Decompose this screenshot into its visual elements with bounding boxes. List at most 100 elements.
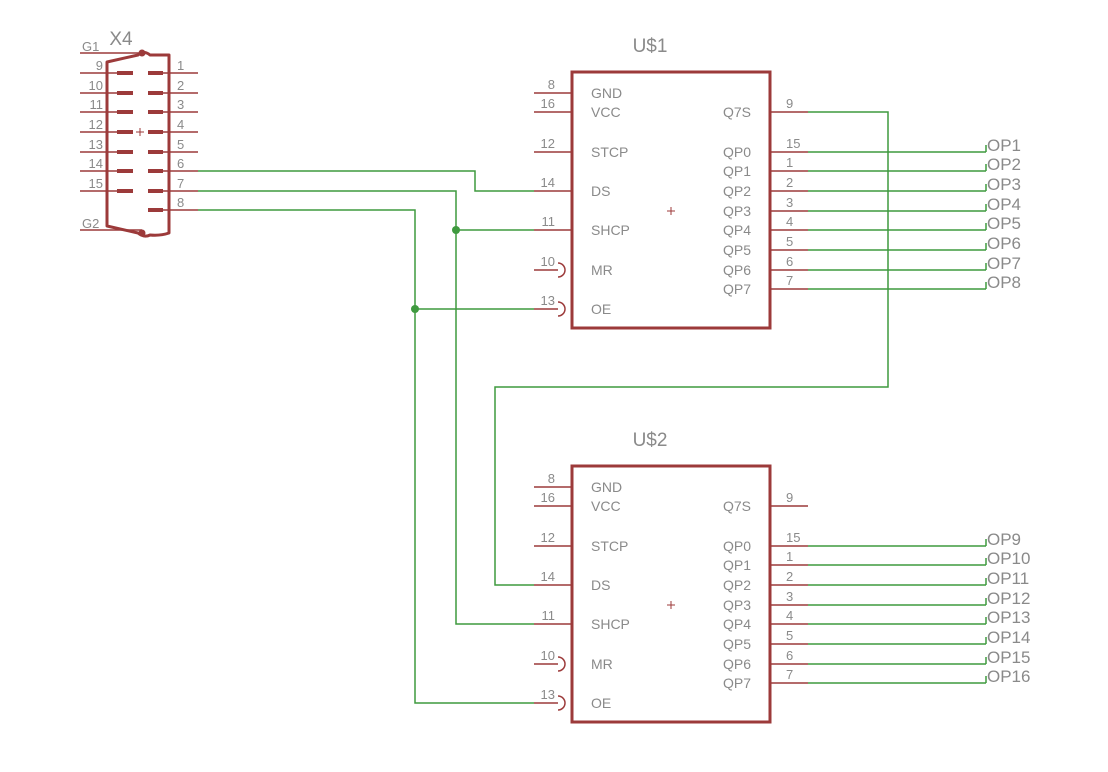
chip-pin-label: MR	[591, 656, 613, 672]
connector-pin-number: 13	[89, 137, 103, 152]
chip-pin-number: 3	[786, 195, 793, 210]
chip-pin-label: QP4	[723, 616, 751, 632]
output-net-label: OP6	[987, 234, 1021, 253]
connector-pin-number: 3	[177, 97, 184, 112]
chip-pin-inversion-bubble	[557, 695, 566, 711]
chip-pin-number: 7	[786, 273, 793, 288]
connector-pin-number: 15	[89, 176, 103, 191]
connector-pin-number: 8	[177, 195, 184, 210]
chip-pin-label: Q7S	[723, 498, 751, 514]
output-net-label: OP16	[987, 667, 1030, 686]
ground-pin-label: G2	[82, 216, 99, 231]
connector-pin-number: 4	[177, 117, 184, 132]
chip-pin-label: OE	[591, 301, 611, 317]
output-net-label: OP11	[987, 569, 1029, 588]
output-net-label: OP10	[987, 549, 1030, 568]
chip-pin-number: 14	[541, 175, 555, 190]
chip-pin-number: 10	[541, 648, 555, 663]
output-net-label: OP4	[987, 195, 1021, 214]
chip-pin-label: QP1	[723, 163, 751, 179]
output-net-label: OP12	[987, 589, 1030, 608]
connector-pin-number: 10	[89, 78, 103, 93]
chip-pin-inversion-bubble	[557, 262, 566, 278]
output-net-label: OP9	[987, 530, 1021, 549]
chip-pin-label: QP2	[723, 577, 751, 593]
chip-pin-number: 15	[786, 530, 800, 545]
chip-pin-number: 16	[541, 490, 555, 505]
chip-pin-number: 12	[541, 136, 555, 151]
chip-pin-label: GND	[591, 85, 622, 101]
chip-pin-number: 8	[548, 471, 555, 486]
chip-pin-number: 1	[786, 155, 793, 170]
output-net-label: OP2	[987, 155, 1021, 174]
connector-ref: X4	[109, 29, 133, 50]
chip-pin-label: GND	[591, 479, 622, 495]
chip-pin-label: QP7	[723, 281, 751, 297]
chip-pin-number: 11	[542, 214, 556, 229]
chip-pin-number: 12	[541, 530, 555, 545]
chip-pin-label: QP4	[723, 222, 751, 238]
chip-pin-label: DS	[591, 577, 610, 593]
chip-pin-number: 11	[542, 608, 556, 623]
chip-pin-label: SHCP	[591, 222, 630, 238]
chip-pin-number: 15	[786, 136, 800, 151]
chip-pin-label: QP0	[723, 144, 751, 160]
chip-pin-number: 4	[786, 608, 793, 623]
connector-pin-number: 7	[177, 176, 184, 191]
connector-pin-number: 9	[96, 58, 103, 73]
output-net-label: OP8	[987, 273, 1021, 292]
output-net-label: OP1	[987, 136, 1021, 155]
chip-pin-number: 5	[786, 234, 793, 249]
chip-ref: U$1	[633, 36, 668, 57]
chip-pin-label: VCC	[591, 104, 621, 120]
chip-pin-label: DS	[591, 183, 610, 199]
ground-pin-label: G1	[82, 39, 99, 54]
chip-pin-label: QP5	[723, 636, 751, 652]
output-net-label: OP3	[987, 175, 1021, 194]
output-net-label: OP5	[987, 214, 1021, 233]
chip-pin-number: 9	[786, 490, 793, 505]
chip-pin-number: 2	[786, 569, 793, 584]
connector-pin-number: 14	[89, 156, 103, 171]
connector-pin-number: 11	[90, 97, 104, 112]
chip-pin-inversion-bubble	[557, 301, 566, 317]
chip-pin-label: MR	[591, 262, 613, 278]
chip-u1: U$18GND16VCC12STCP14DS11SHCP10MR13OE9Q7S…	[534, 36, 1021, 330]
chip-pin-label: STCP	[591, 144, 628, 160]
connector-pin-number: 5	[177, 137, 184, 152]
chip-pin-number: 6	[786, 648, 793, 663]
chip-pin-number: 6	[786, 254, 793, 269]
chip-pin-label: QP5	[723, 242, 751, 258]
chip-pin-label: VCC	[591, 498, 621, 514]
chip-pin-label: QP6	[723, 262, 751, 278]
chip-pin-label: STCP	[591, 538, 628, 554]
connector-pin-number: 1	[177, 58, 184, 73]
wires-layer	[198, 111, 889, 704]
chip-pin-number: 4	[786, 214, 793, 229]
wire-shift-clock	[198, 190, 534, 625]
chip-pin-label: QP3	[723, 597, 751, 613]
chip-pin-number: 13	[541, 687, 555, 702]
chip-pin-label: QP7	[723, 675, 751, 691]
chip-body	[570, 70, 772, 330]
wire-cascade	[494, 111, 889, 586]
chip-pin-number: 5	[786, 628, 793, 643]
connector-mount-bottom	[138, 229, 146, 237]
chip-pin-number: 13	[541, 293, 555, 308]
wire-data-in	[198, 170, 534, 192]
chip-pin-label: QP0	[723, 538, 751, 554]
connector-pin-number: 6	[177, 156, 184, 171]
chip-pin-label: QP6	[723, 656, 751, 672]
chip-pin-number: 14	[541, 569, 555, 584]
chip-pin-number: 7	[786, 667, 793, 682]
chip-u2: U$28GND16VCC12STCP14DS11SHCP10MR13OE9Q7S…	[534, 430, 1030, 724]
wire-output-enable	[198, 209, 534, 704]
chip-pin-label: QP1	[723, 557, 751, 573]
chip-pin-number: 1	[786, 549, 793, 564]
chip-body	[570, 464, 772, 724]
chip-pin-label: QP2	[723, 183, 751, 199]
chip-pin-inversion-bubble	[557, 656, 566, 672]
wire-junction	[452, 226, 460, 234]
